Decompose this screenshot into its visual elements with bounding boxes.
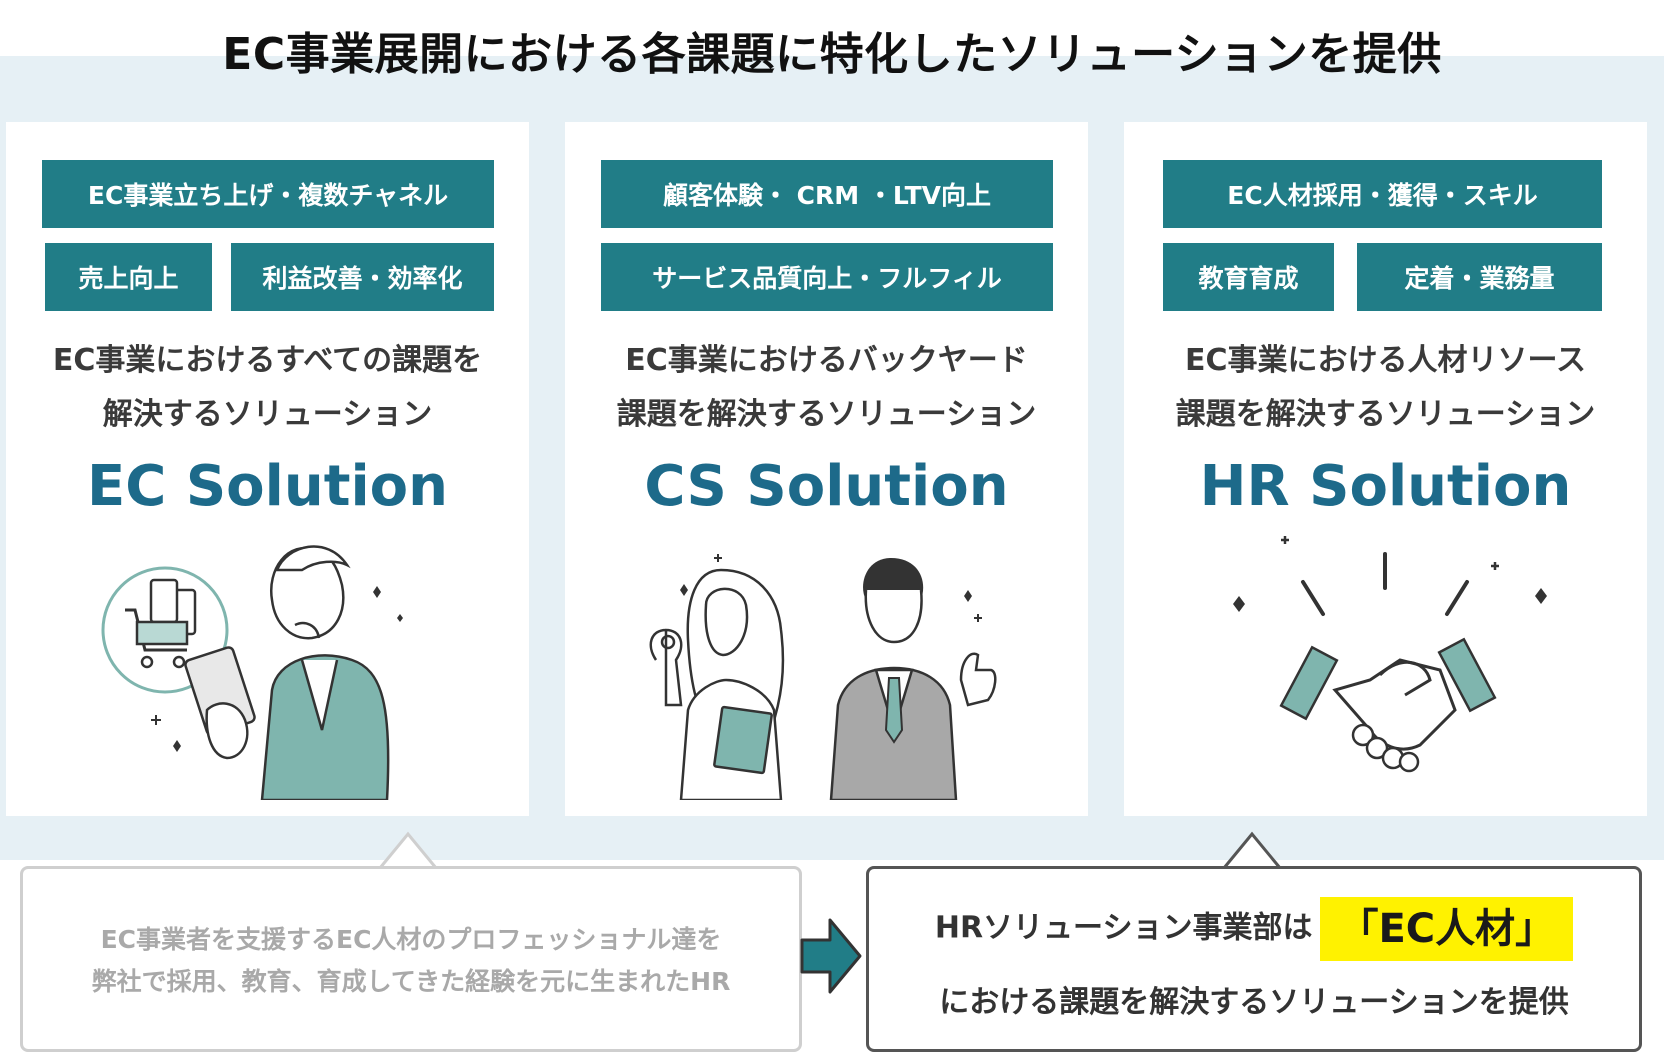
description-line: 課題を解決するソリューション [1175,397,1596,432]
description-line: EC事業における人材リソース [1184,343,1586,378]
card-cs-solution: 顧客体験・ CRM ・LTV向上 サービス品質向上・フルフィル EC事業における… [565,122,1088,816]
description-line: 課題を解決するソリューション [616,397,1037,432]
offer-line-1: HRソリューション事業部は「EC人材」 [869,897,1639,961]
origin-line: 弊社で採用、教育、育成してきた経験を元に生まれたHR [91,967,731,996]
tag-retention-workload: 定着・業務量 [1357,243,1602,311]
shopping-tablet-person-illustration [101,545,403,800]
tag-service-quality: サービス品質向上・フルフィル [601,243,1053,311]
card-hr-solution: EC人材採用・獲得・スキル 教育育成 定着・業務量 EC事業における人材リソース… [1124,122,1647,816]
bubble-pointer-right [1222,831,1282,870]
origin-line: EC事業者を支援するEC人材のプロフェッショナル達を [100,925,722,954]
solution-name: CS Solution [644,454,1009,519]
hr-offer-box: HRソリューション事業部は「EC人材」 における課題を解決するソリューションを提… [866,866,1642,1052]
handshake-illustration [1233,536,1547,773]
card-description: EC事業における人材リソース 課題を解決するソリューション [1124,334,1647,442]
ec-talent-highlight: 「EC人材」 [1320,897,1574,961]
tag-hr-recruitment: EC人材採用・獲得・スキル [1163,160,1602,228]
tag-education: 教育育成 [1163,243,1334,311]
origin-text: EC事業者を支援するEC人材のプロフェッショナル達を 弊社で採用、教育、育成して… [23,919,799,1003]
offer-prefix: HRソリューション事業部は [934,910,1313,946]
card-description: EC事業におけるすべての課題を 解決するソリューション [6,334,529,442]
solution-name: EC Solution [86,454,449,519]
card-description: EC事業におけるバックヤード 課題を解決するソリューション [565,334,1088,442]
customer-service-team-illustration [649,554,997,800]
card-ec-solution: EC事業立ち上げ・複数チャネル 売上向上 利益改善・効率化 EC事業におけるすべ… [6,122,529,816]
description-line: EC事業におけるすべての課題を [52,343,483,378]
offer-line-2: における課題を解決するソリューションを提供 [939,985,1569,1020]
tag-sales-up: 売上向上 [45,243,212,311]
tag-ec-launch: EC事業立ち上げ・複数チャネル [42,160,494,228]
hr-origin-box: EC事業者を支援するEC人材のプロフェッショナル達を 弊社で採用、教育、育成して… [20,866,802,1052]
tag-profit-efficiency: 利益改善・効率化 [231,243,494,311]
solution-name: HR Solution [1199,454,1572,519]
tag-customer-experience: 顧客体験・ CRM ・LTV向上 [601,160,1053,228]
bubble-pointer-left [378,831,438,870]
description-line: EC事業におけるバックヤード [625,343,1028,378]
arrow-right-icon [800,918,862,994]
description-line: 解決するソリューション [102,397,433,432]
page-title: EC事業展開における各課題に特化したソリューションを提供 [222,29,1442,80]
